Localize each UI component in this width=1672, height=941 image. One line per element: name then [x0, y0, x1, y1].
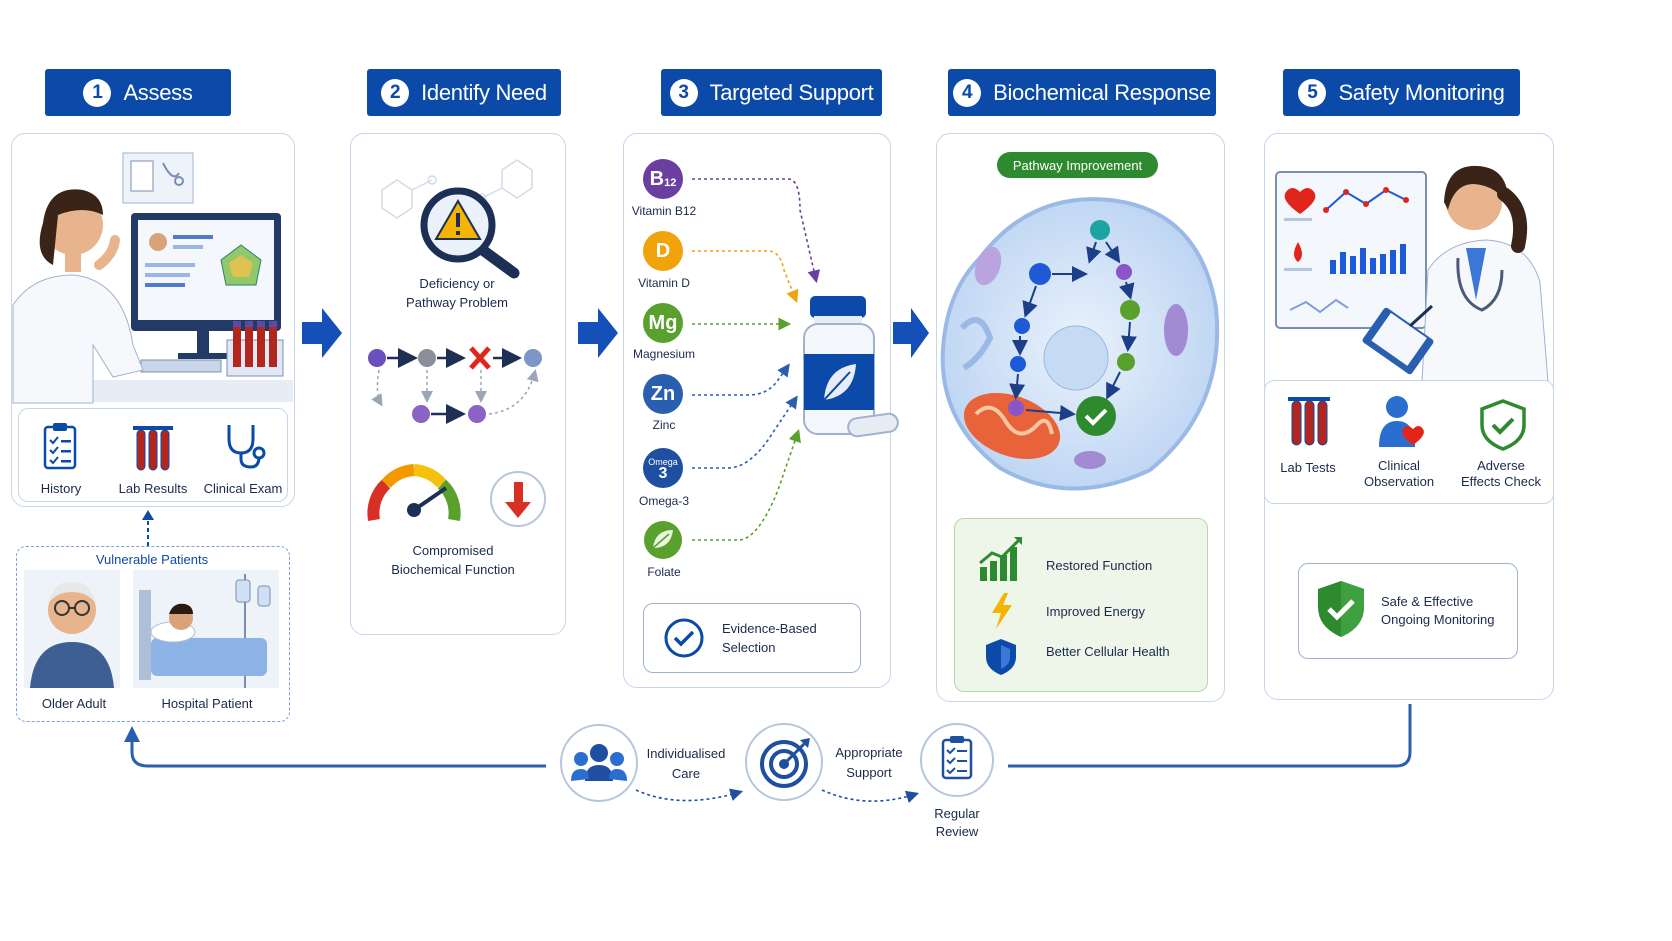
- evidence-based-label: Evidence-Based Selection: [722, 621, 817, 655]
- step-5-header: 5 Safety Monitoring: [1283, 69, 1520, 116]
- restored-function-label: Restored Function: [1046, 558, 1153, 573]
- assess-item-lab-results: Lab Results: [118, 481, 188, 496]
- target-icon: [745, 723, 823, 801]
- hospital-patient-illustration: [133, 570, 279, 688]
- doctor-at-computer-illustration: [12, 152, 293, 404]
- stethoscope-icon: [227, 425, 266, 469]
- nurse-illustration: [1362, 165, 1549, 383]
- nutrient-dotted-arrows: [692, 178, 821, 541]
- omega-3-label: Omega-3: [638, 494, 690, 508]
- omega-3-icon-sup: Omega: [648, 457, 678, 467]
- lightning-icon: [992, 593, 1012, 629]
- older-adult-illustration: [24, 570, 120, 688]
- step-number: 4: [953, 78, 982, 107]
- decline-arrow-icon: [490, 471, 546, 527]
- cell-pathway-illustration: [940, 197, 1220, 491]
- step-number: 3: [669, 78, 698, 107]
- folate-label: Folate: [647, 565, 681, 579]
- vitamin-d-label: Vitamin D: [638, 276, 690, 290]
- folate-leaf-icon: [644, 521, 682, 559]
- flow-arrow-3: [893, 308, 929, 358]
- feedback-loop-line: [124, 704, 1412, 768]
- vitamin-b12-label: Vitamin B12: [631, 204, 697, 218]
- pathway-improvement-badge: Pathway Improvement: [997, 152, 1158, 178]
- step-title: Safety Monitoring: [1338, 79, 1505, 105]
- step-title: Assess: [123, 79, 193, 105]
- individualised-care-icon: [560, 724, 638, 802]
- step-title: Biochemical Response: [993, 79, 1211, 105]
- step-1-header: 1 Assess: [45, 69, 231, 116]
- regular-review-label: Regular Review: [934, 806, 980, 839]
- step-title: Targeted Support: [709, 79, 874, 105]
- compromised-label: Compromised Biochemical Function: [391, 543, 515, 577]
- loop-dotted-arrows: [635, 788, 920, 804]
- assess-item-clinical-exam: Clinical Exam: [203, 481, 283, 496]
- step-3-header: 3 Targeted Support: [661, 69, 882, 116]
- clinical-observation-icon: [1379, 396, 1424, 447]
- supplement-bottle-icon: [803, 296, 899, 438]
- clinical-observation-label: Clinical Observation: [1363, 458, 1435, 489]
- deficiency-label: Deficiency or Pathway Problem: [406, 276, 508, 310]
- monitoring-dashboard-illustration: [1275, 171, 1427, 329]
- zinc-icon: Zn: [643, 374, 683, 414]
- molecule-background-graphic: [381, 159, 533, 219]
- adverse-effects-label: Adverse Effects Check: [1461, 458, 1541, 489]
- safe-effective-label: Safe & Effective Ongoing Monitoring: [1381, 594, 1495, 627]
- magnesium-label: Magnesium: [632, 347, 696, 361]
- flow-arrow-2: [578, 308, 618, 358]
- assess-item-history: History: [40, 481, 82, 496]
- lab-tests-tubes-icon: [1288, 397, 1330, 446]
- step-4-header: 4 Biochemical Response: [948, 69, 1216, 116]
- history-clipboard-icon: [43, 423, 77, 470]
- vulnerable-patients-title: Vulnerable Patients: [95, 552, 209, 567]
- hospital-patient-label: Hospital Patient: [161, 696, 253, 711]
- magnifier-warning-icon: [420, 187, 520, 279]
- step-number: 5: [1298, 78, 1327, 107]
- shield-icon: [986, 639, 1016, 675]
- step-title: Identify Need: [421, 79, 547, 105]
- older-adult-label: Older Adult: [41, 696, 107, 711]
- vulnerable-up-arrow: [142, 510, 154, 546]
- appropriate-support-label: Appropriate Support: [835, 745, 903, 780]
- lab-tests-label: Lab Tests: [1280, 460, 1336, 475]
- review-clipboard-icon: [920, 723, 994, 797]
- omega-3-icon: Omega 3: [643, 448, 683, 488]
- improved-energy-label: Improved Energy: [1046, 604, 1145, 619]
- better-cellular-health-label: Better Cellular Health: [1046, 644, 1170, 659]
- safe-shield-icon: [1318, 581, 1364, 637]
- step-number: 1: [83, 78, 112, 107]
- vitamin-d-icon: D: [643, 231, 683, 271]
- step-number: 2: [381, 78, 410, 107]
- gauge-low-icon: [367, 464, 461, 522]
- lab-tubes-icon: [133, 426, 173, 471]
- flow-arrow-1: [302, 308, 342, 358]
- omega-3-icon-num: 3: [658, 465, 668, 482]
- step-2-header: 2 Identify Need: [367, 69, 561, 116]
- broken-pathway-diagram: [368, 346, 542, 424]
- zinc-label: Zinc: [652, 418, 676, 432]
- individualised-care-label: Individualised Care: [646, 746, 726, 781]
- adverse-effects-shield-icon: [1480, 399, 1526, 451]
- check-circle-icon: [664, 618, 704, 658]
- magnesium-icon: Mg: [643, 303, 683, 343]
- growth-chart-icon: [979, 537, 1022, 581]
